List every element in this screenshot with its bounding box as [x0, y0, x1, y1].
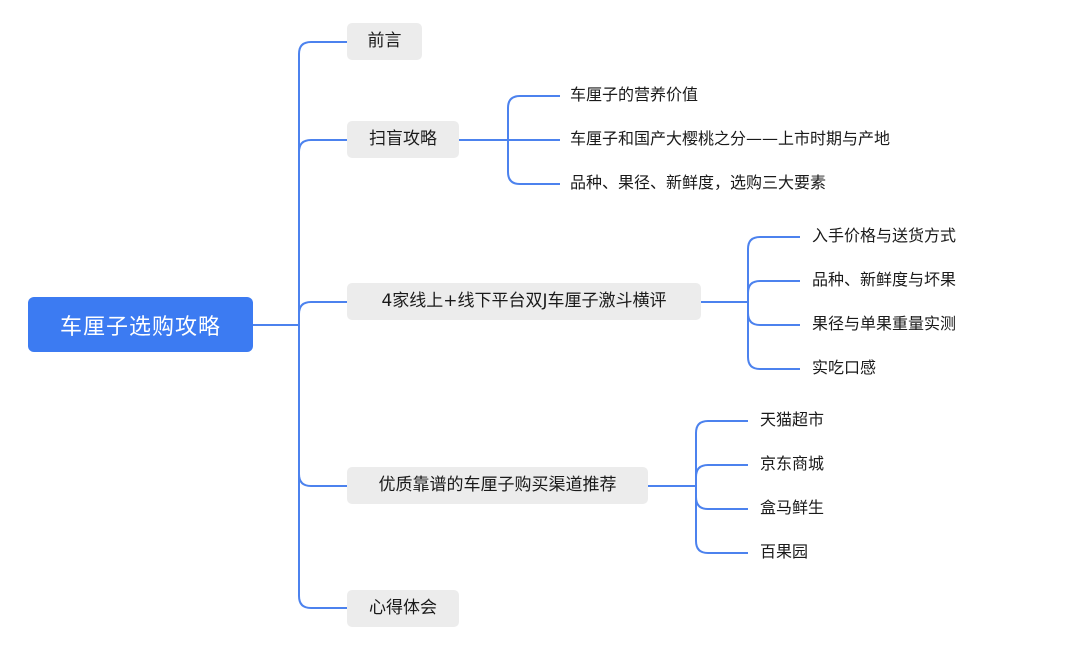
- leaf-hema[interactable]: 盒马鲜生: [760, 498, 825, 517]
- leaf-connector-2-3: [695, 540, 748, 554]
- leaf-connector-1-0: [747, 236, 800, 250]
- branch-connector-3: [298, 473, 347, 487]
- leaf-pagoda[interactable]: 百果园: [760, 542, 809, 561]
- branch-node-basics[interactable]: 扫盲攻略: [347, 121, 459, 158]
- leaf-connector-1-2: [747, 312, 800, 326]
- branch-connector-4: [298, 595, 347, 609]
- leaf-connector-1-1: [747, 280, 800, 294]
- root-node[interactable]: 车厘子选购攻略: [28, 297, 253, 352]
- leaf-jd[interactable]: 京东商城: [760, 454, 825, 473]
- leaf-cherry-vs-domestic[interactable]: 车厘子和国产大樱桃之分——上市时期与产地: [570, 129, 891, 148]
- branch-node-channels[interactable]: 优质靠谱的车厘子购买渠道推荐: [347, 467, 648, 504]
- leaf-connector-1-3: [747, 356, 800, 370]
- leaf-connector-2-1: [695, 464, 748, 478]
- branch-node-thoughts[interactable]: 心得体会: [347, 590, 459, 627]
- leaf-three-factors[interactable]: 品种、果径、新鲜度，选购三大要素: [570, 173, 827, 192]
- leaf-size-weight[interactable]: 果径与单果重量实测: [812, 314, 957, 333]
- leaf-variety-freshness[interactable]: 品种、新鲜度与坏果: [812, 270, 957, 289]
- branch-connector-0: [298, 41, 347, 55]
- leaf-connector-0-2: [507, 171, 560, 185]
- branch-connector-2: [298, 301, 347, 315]
- leaf-connector-0-0: [507, 95, 560, 109]
- leaf-connector-2-0: [695, 420, 748, 434]
- branch-connector-1: [298, 139, 347, 153]
- leaf-tmall[interactable]: 天猫超市: [760, 410, 825, 429]
- leaf-price-delivery[interactable]: 入手价格与送货方式: [812, 226, 957, 245]
- branch-node-platform-review[interactable]: 4家线上+线下平台双J车厘子激斗横评: [347, 283, 701, 320]
- leaf-nutrition[interactable]: 车厘子的营养价值: [570, 85, 699, 104]
- leaf-taste[interactable]: 实吃口感: [812, 358, 877, 377]
- branch-node-preface[interactable]: 前言: [347, 23, 422, 60]
- leaf-connector-2-2: [695, 496, 748, 510]
